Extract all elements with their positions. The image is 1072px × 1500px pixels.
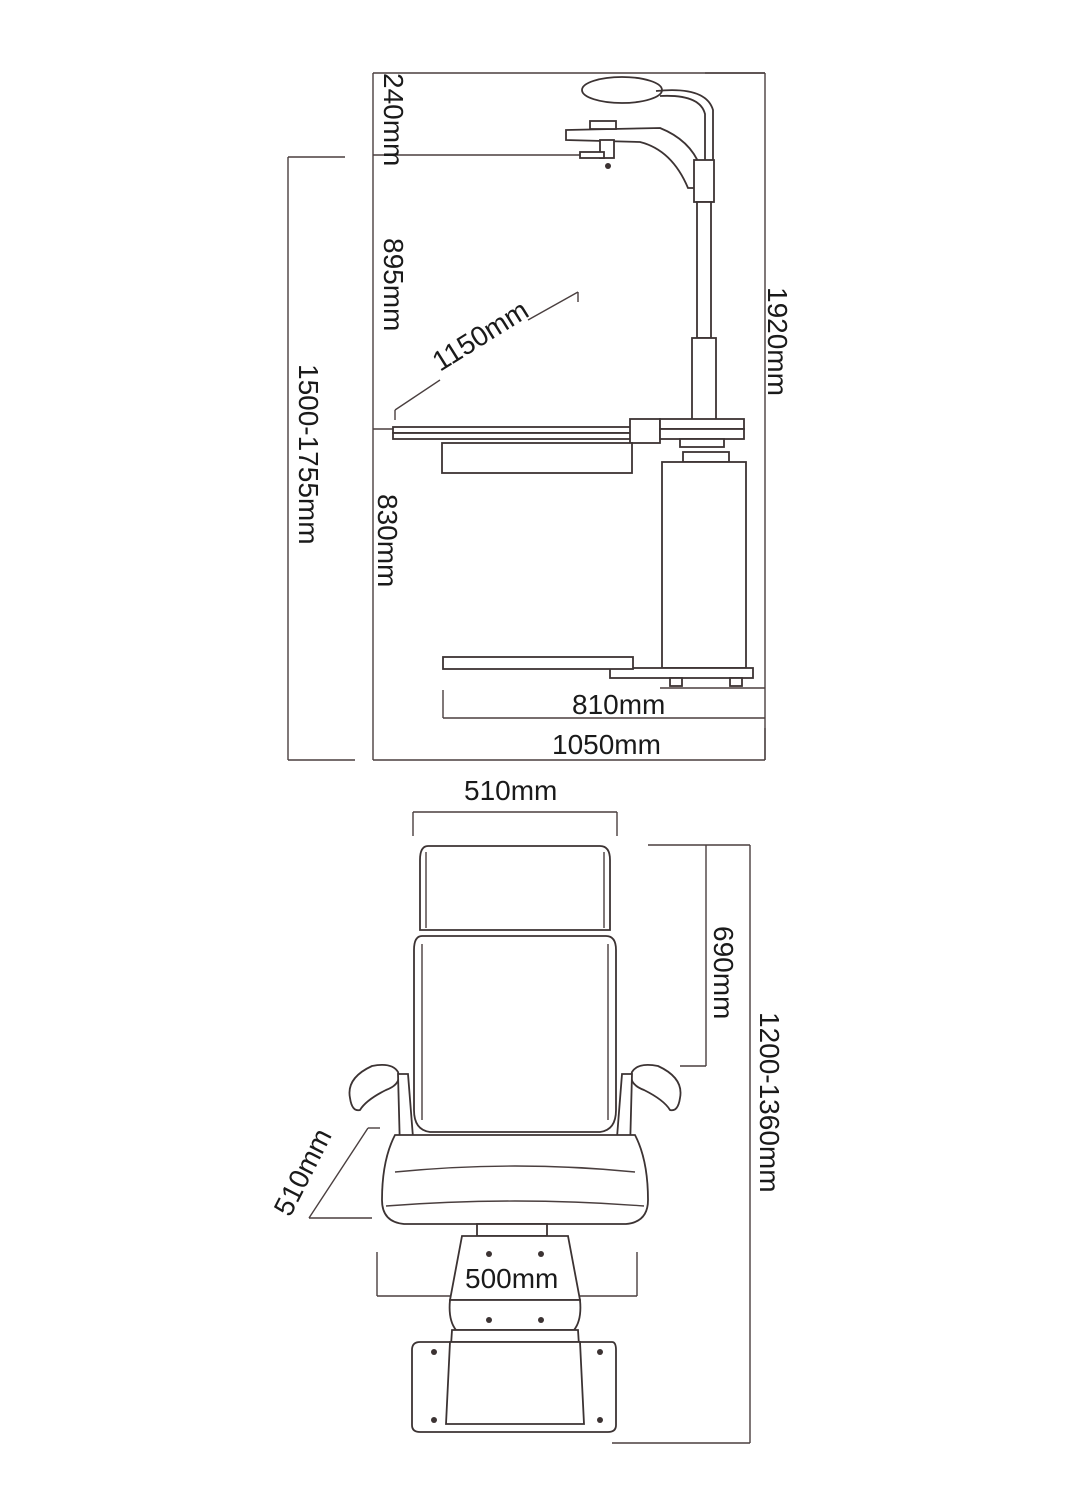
dim-line-left-vertical <box>372 72 765 760</box>
label-backrest-height: 690mm <box>708 926 739 1019</box>
seat-cushion <box>381 1134 649 1225</box>
label-seat-depth: 510mm <box>268 1123 338 1220</box>
label-base-height: 830mm <box>372 494 403 587</box>
dim-line-backrest-width <box>412 811 618 836</box>
lamp-head <box>581 76 714 162</box>
label-chair-height-range: 1200-1360mm <box>754 1012 785 1193</box>
label-footrest-depth: 810mm <box>572 689 665 720</box>
dim-line-overall-height <box>705 72 766 760</box>
dim-line-footrest-depth <box>442 687 765 719</box>
base-column <box>609 451 754 687</box>
label-overall-height: 1920mm <box>762 287 793 396</box>
backrest <box>413 935 617 1133</box>
dim-line-seat-depth <box>308 1127 380 1219</box>
armrest-left <box>348 1063 415 1151</box>
chair-drawing: 510mm 690mm 1200-1360mm 510mm 500mm <box>268 775 785 1444</box>
label-table-length: 1150mm <box>427 294 534 377</box>
phoropter-arm <box>565 120 701 189</box>
label-table-height-range: 1500-1755mm <box>293 364 324 545</box>
label-mirror-height: 240mm <box>378 73 409 166</box>
label-base-width: 500mm <box>465 1263 558 1294</box>
dim-line-table-height-range <box>287 156 355 761</box>
headrest <box>419 845 611 931</box>
dim-line-table-length <box>394 291 579 420</box>
refraction-unit-drawing: 240mm 895mm 1150mm 1920mm 1500-1755mm 83… <box>287 72 793 761</box>
dim-line-chair-height-range <box>612 844 751 1444</box>
dim-line-total-depth <box>373 728 766 761</box>
table-top <box>392 418 745 474</box>
label-total-depth: 1050mm <box>552 729 661 760</box>
footrest <box>442 656 634 670</box>
label-pole-height: 895mm <box>378 238 409 331</box>
pole-column <box>691 159 717 421</box>
dim-line-backrest-height <box>648 844 707 1067</box>
armrest-right <box>615 1063 682 1151</box>
label-backrest-width: 510mm <box>464 775 557 806</box>
base-plate <box>411 1341 617 1433</box>
